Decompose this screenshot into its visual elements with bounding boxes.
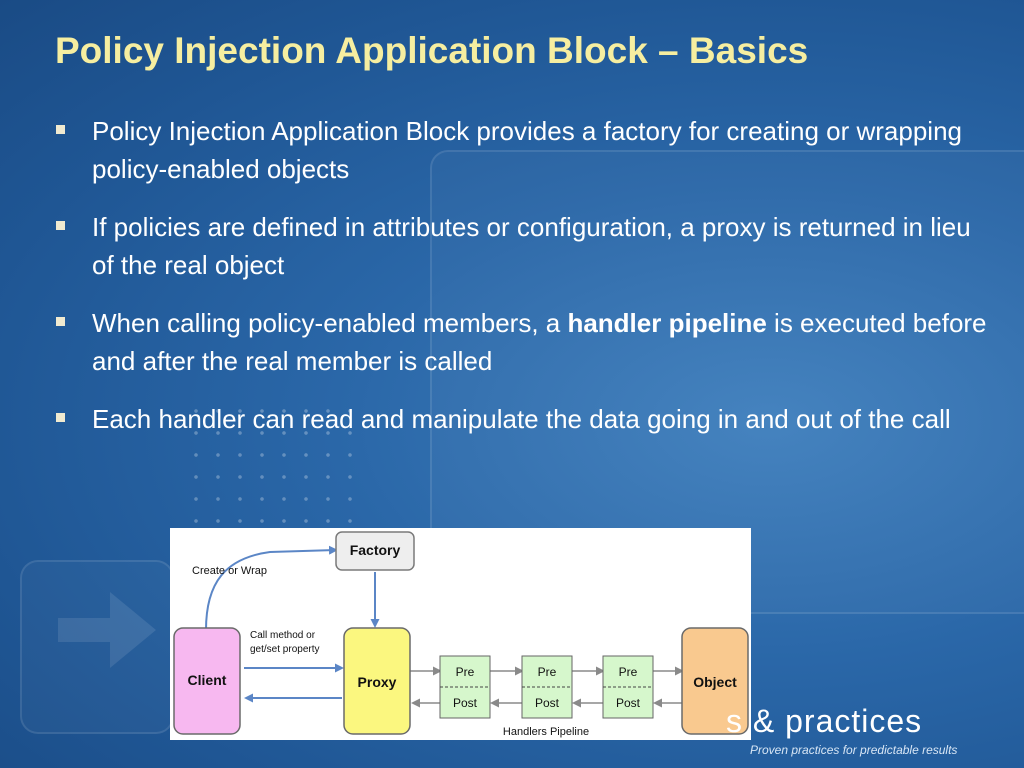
bullet-text-emphasis: handler pipeline: [567, 308, 767, 338]
pipeline-diagram: Factory Create or Wrap Call method or ge…: [170, 528, 751, 740]
bullet-text-before: When calling policy-enabled members, a: [92, 308, 568, 338]
create-or-wrap-arrow: [205, 545, 338, 631]
bullet-text-after: is executed before and after the real me…: [92, 308, 987, 376]
create-or-wrap-label: Create or Wrap: [192, 565, 267, 577]
bullet-text: Each handler can read and manipulate the…: [92, 404, 951, 434]
handler-pre-label: Pre: [456, 665, 475, 679]
proxy-box: [343, 627, 411, 735]
brand-tagline: Proven practices for predictable results: [750, 743, 958, 757]
background-dot-grid: [185, 400, 365, 530]
call-method-label: Call method or: [250, 630, 316, 641]
client-box: [173, 627, 241, 735]
handler-post-label: Post: [616, 696, 641, 710]
bullet-item: If policies are defined in attributes or…: [52, 208, 992, 284]
bullet-square-icon: [56, 413, 65, 422]
handler-post-label: Post: [535, 696, 560, 710]
bullet-square-icon: [56, 221, 65, 230]
handlers-pipeline-label: Handlers Pipeline: [503, 726, 589, 738]
factory-box: [335, 531, 415, 571]
bullet-item: Policy Injection Application Block provi…: [52, 112, 992, 188]
handler-box: Pre Post: [602, 655, 654, 719]
get-set-property-label: get/set property: [250, 644, 319, 655]
handler-box: Pre Post: [521, 655, 573, 719]
arrow-right-icon: [58, 592, 156, 668]
bullet-item: When calling policy-enabled members, a h…: [52, 304, 992, 380]
slide-title: Policy Injection Application Block – Bas…: [55, 30, 809, 71]
bullet-square-icon: [56, 125, 65, 134]
pipeline-diagram-svg: Factory Create or Wrap Call method or ge…: [173, 531, 749, 738]
bullet-text: If policies are defined in attributes or…: [92, 212, 971, 280]
handler-pre-label: Pre: [538, 665, 557, 679]
object-box: [681, 627, 749, 735]
bullet-square-icon: [56, 317, 65, 326]
handler-post-label: Post: [453, 696, 478, 710]
proxy-label: Proxy: [358, 674, 397, 690]
client-label: Client: [188, 672, 227, 688]
bullet-text: Policy Injection Application Block provi…: [92, 116, 962, 184]
factory-label: Factory: [350, 542, 401, 558]
object-label: Object: [693, 674, 737, 690]
bullet-item: Each handler can read and manipulate the…: [52, 400, 992, 438]
bullet-list: Policy Injection Application Block provi…: [52, 112, 992, 458]
handler-pre-label: Pre: [619, 665, 638, 679]
handler-box: Pre Post: [439, 655, 491, 719]
brand-name: s & practices: [726, 703, 923, 739]
